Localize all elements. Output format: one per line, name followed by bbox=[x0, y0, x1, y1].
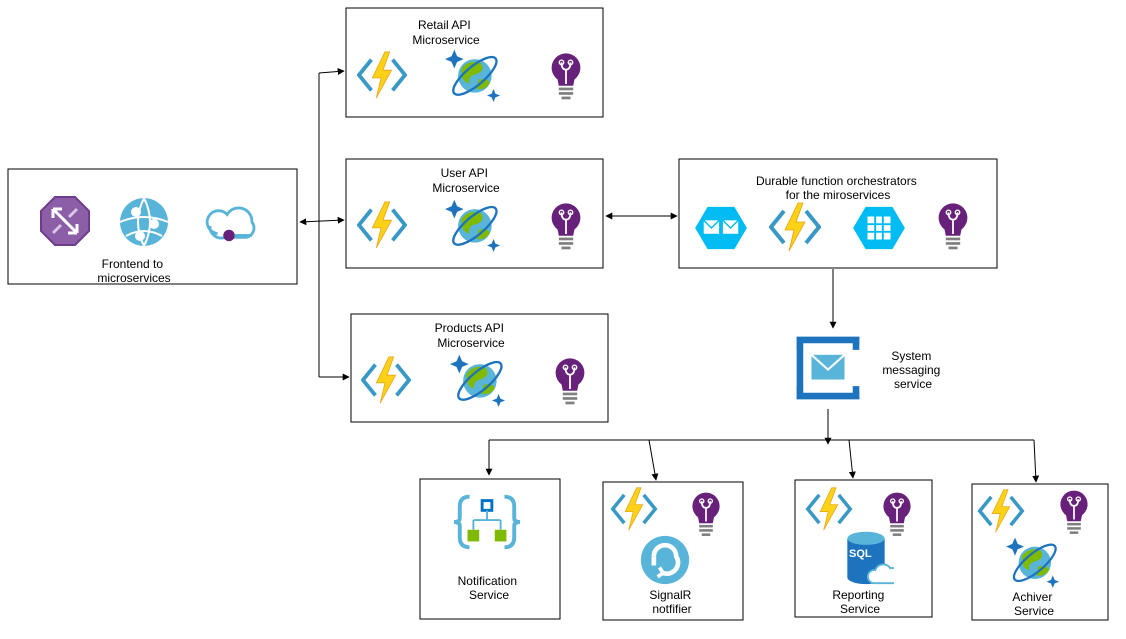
reporting-node: SQL Reporting Service bbox=[794, 479, 933, 618]
products-api-node: Products API Microservice bbox=[350, 313, 609, 423]
signalr-icon bbox=[641, 536, 689, 584]
frontend-label: Frontend to microservices bbox=[97, 257, 170, 285]
retail-api-label: Retail API Microservice bbox=[412, 18, 480, 47]
service-bus-icon bbox=[795, 335, 861, 401]
achiver-label: Achiver Service bbox=[1012, 590, 1055, 618]
messaging-node: System messaging service bbox=[795, 335, 943, 401]
notification-label: Notification Service bbox=[458, 574, 521, 602]
connectors bbox=[299, 68, 1040, 483]
signalr-label: SignalR notfifier bbox=[649, 588, 694, 616]
web-app-icon bbox=[119, 197, 169, 247]
achiver-node: Achiver Service bbox=[971, 483, 1109, 621]
frontend-node: Frontend to microservices bbox=[7, 168, 298, 285]
arrow-frontend-user bbox=[299, 216, 345, 226]
arrow-to-retail bbox=[318, 68, 345, 75]
arrow-to-signalr bbox=[648, 439, 659, 481]
arrow-to-achiver bbox=[1032, 439, 1040, 483]
retail-api-node: Retail API Microservice bbox=[345, 7, 604, 118]
reporting-label: Reporting Service bbox=[832, 588, 887, 616]
sql-badge: SQL bbox=[849, 548, 872, 560]
notification-node: Notification Service bbox=[419, 478, 561, 620]
durable-orchestrators-label: Durable function orchestrators for the m… bbox=[756, 174, 920, 202]
arrow-to-reporting bbox=[848, 439, 856, 479]
signalr-node: SignalR notfifier bbox=[602, 481, 744, 621]
user-api-label: User API Microservice bbox=[432, 166, 500, 195]
durable-orchestrators-node: Durable function orchestrators for the m… bbox=[678, 158, 998, 269]
products-api-label: Products API Microservice bbox=[435, 321, 508, 350]
front-door-icon bbox=[39, 195, 91, 247]
user-api-node: User API Microservice bbox=[345, 158, 604, 269]
messaging-label: System messaging service bbox=[882, 349, 943, 391]
